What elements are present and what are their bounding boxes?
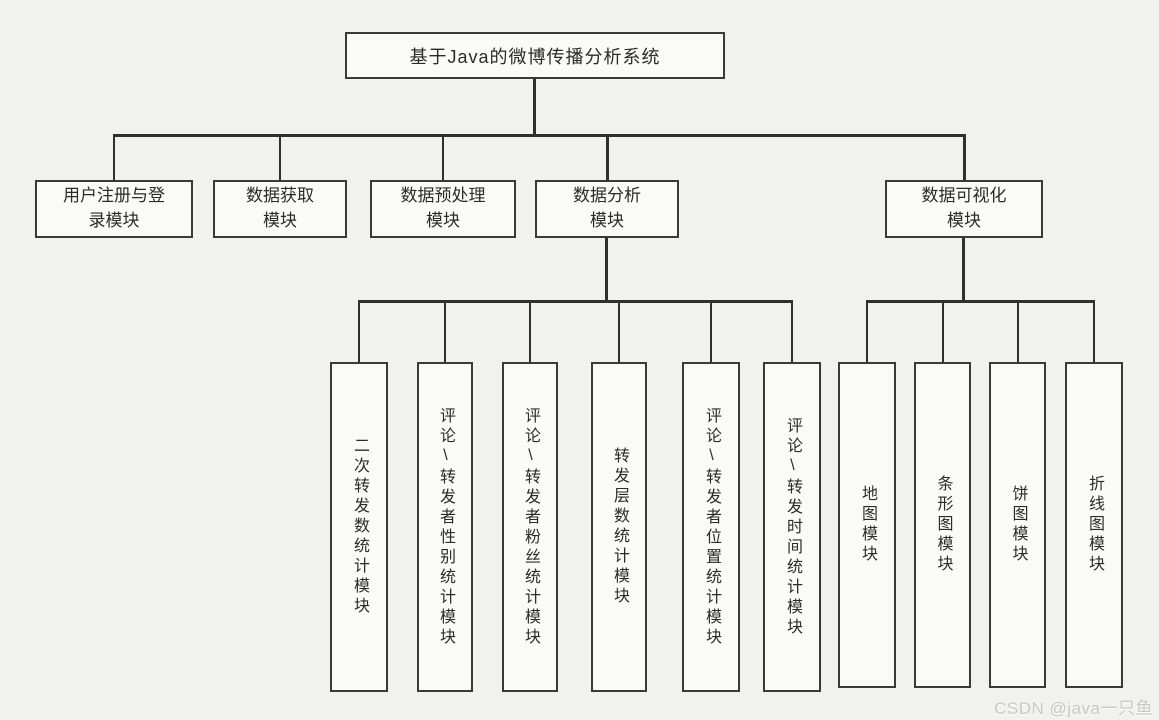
node-map-module: 地图模块 bbox=[838, 362, 896, 688]
connector-drop-repost-time bbox=[791, 300, 793, 362]
connector-drop-repost-depth bbox=[618, 300, 620, 362]
node-data-preprocessing: 数据预处理模块 bbox=[370, 180, 516, 238]
node-commenter-gender-stats: 评论\转发者性别统计模块 bbox=[417, 362, 473, 692]
node-bar-chart-module: 条形图模块 bbox=[914, 362, 971, 688]
node-label: 数据获取模块 bbox=[246, 186, 314, 230]
node-label: 数据预处理模块 bbox=[400, 186, 486, 230]
node-label: 折线图模块 bbox=[1086, 475, 1103, 575]
connector-drop-map bbox=[866, 300, 868, 362]
connector-drop-commenter-location bbox=[710, 300, 712, 362]
node-repost-depth-stats: 转发层数统计模块 bbox=[591, 362, 647, 692]
node-label: 评论\转发者位置统计模块 bbox=[703, 406, 720, 648]
connector-drop-data-analysis bbox=[606, 134, 609, 180]
node-data-visualization: 数据可视化模块 bbox=[885, 180, 1043, 238]
connector-root-trunk bbox=[533, 78, 536, 136]
node-root: 基于Java的微博传播分析系统 bbox=[345, 32, 725, 79]
connector-drop-pie-chart bbox=[1017, 300, 1019, 362]
node-line-chart-module: 折线图模块 bbox=[1065, 362, 1123, 688]
watermark: CSDN @java一只鱼 bbox=[994, 699, 1153, 718]
connector-drop-data-visualization bbox=[963, 134, 966, 180]
connector-visualization-bus bbox=[866, 300, 1095, 303]
node-commenter-fans-stats: 评论\转发者粉丝统计模块 bbox=[502, 362, 558, 692]
connector-visualization-trunk bbox=[962, 238, 965, 302]
node-pie-chart-module: 饼图模块 bbox=[989, 362, 1046, 688]
node-label: 数据可视化模块 bbox=[921, 186, 1007, 230]
node-label: 转发层数统计模块 bbox=[611, 447, 628, 607]
node-label: 数据分析模块 bbox=[573, 186, 641, 230]
node-commenter-location-stats: 评论\转发者位置统计模块 bbox=[682, 362, 740, 692]
connector-drop-commenter-fans bbox=[529, 300, 531, 362]
node-label: 地图模块 bbox=[859, 485, 876, 565]
node-repost-count-stats: 二次转发数统计模块 bbox=[330, 362, 388, 692]
connector-level2-bus bbox=[113, 134, 966, 137]
node-label: 二次转发数统计模块 bbox=[351, 437, 368, 617]
connector-analysis-bus bbox=[358, 300, 793, 303]
node-repost-time-stats: 评论\转发时间统计模块 bbox=[763, 362, 821, 692]
node-label: 评论\转发者性别统计模块 bbox=[437, 406, 454, 648]
node-label: 饼图模块 bbox=[1009, 485, 1027, 565]
connector-drop-bar-chart bbox=[942, 300, 944, 362]
node-user-register-login: 用户注册与登录模块 bbox=[35, 180, 193, 238]
node-label: 评论\转发者粉丝统计模块 bbox=[522, 406, 539, 648]
connector-drop-repost-count bbox=[358, 300, 360, 362]
connector-drop-commenter-gender bbox=[444, 300, 446, 362]
node-label: 评论\转发时间统计模块 bbox=[784, 416, 801, 638]
node-label: 用户注册与登录模块 bbox=[63, 186, 165, 230]
connector-drop-data-acquisition bbox=[279, 134, 281, 180]
connector-drop-user-register bbox=[113, 134, 115, 180]
node-data-analysis: 数据分析模块 bbox=[535, 180, 679, 238]
node-data-acquisition: 数据获取模块 bbox=[213, 180, 347, 238]
node-root-label: 基于Java的微博传播分析系统 bbox=[409, 46, 661, 67]
node-label: 条形图模块 bbox=[934, 475, 952, 575]
connector-analysis-trunk bbox=[605, 238, 608, 302]
connector-drop-line-chart bbox=[1093, 300, 1095, 362]
connector-drop-data-preprocessing bbox=[442, 134, 444, 180]
